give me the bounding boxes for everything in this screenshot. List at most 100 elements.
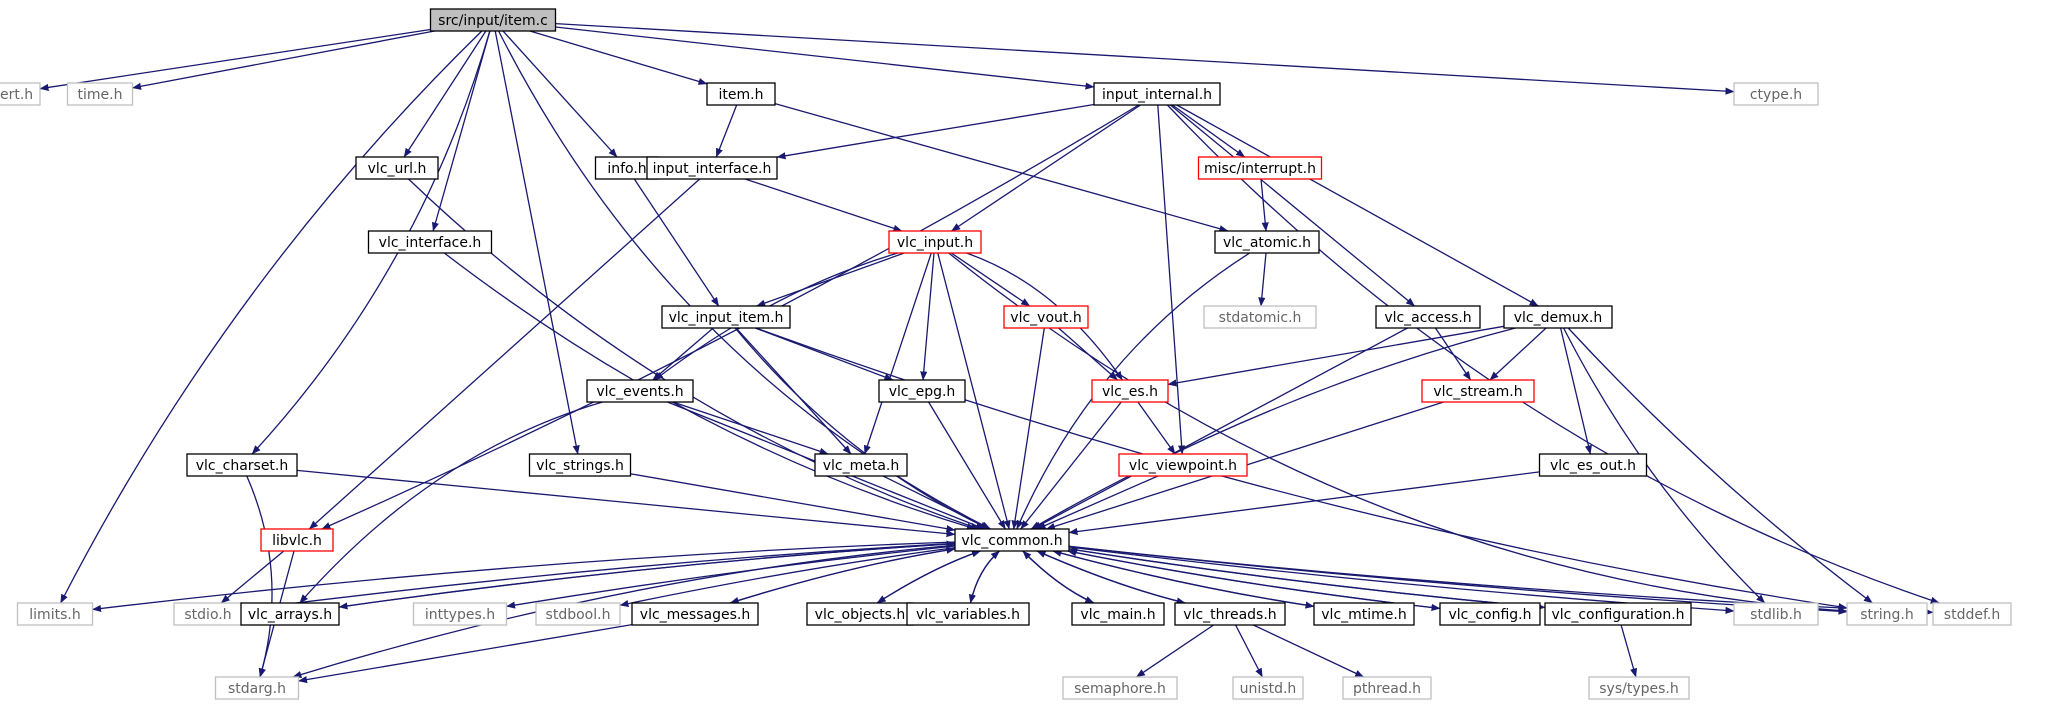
node-vlc-messages[interactable]: vlc_messages.h: [631, 602, 759, 626]
edge-vlc-messages-to-vlc-common: [730, 546, 956, 604]
node-vlc-demux[interactable]: vlc_demux.h: [1503, 305, 1613, 329]
node-label: vlc_input_item.h: [669, 310, 784, 326]
node-label: assert.h: [0, 87, 33, 103]
edge-vlc-es-to-vlc-common: [1020, 401, 1122, 530]
node-box: [1503, 305, 1613, 329]
node-vlc-stream[interactable]: vlc_stream.h: [1421, 379, 1535, 403]
node-vlc-objects[interactable]: vlc_objects.h: [806, 602, 914, 626]
node-item-h[interactable]: item.h: [706, 82, 776, 106]
node-box: [1342, 676, 1432, 700]
node-label: vlc_demux.h: [1514, 310, 1603, 326]
node-label: vlc_stream.h: [1433, 384, 1522, 400]
node-vlc-es[interactable]: vlc_es.h: [1091, 379, 1169, 403]
edge-vlc-variables-to-vlc-common: [969, 550, 1000, 604]
node-label: item.h: [719, 87, 764, 103]
node-vlc-charset[interactable]: vlc_charset.h: [186, 453, 298, 477]
node-vlc-url[interactable]: vlc_url.h: [355, 156, 439, 180]
node-vlc-input[interactable]: vlc_input.h: [888, 230, 982, 254]
node-string: string.h: [1846, 602, 1928, 626]
node-label: vlc_vout.h: [1010, 310, 1081, 326]
edge-input-internal-to-libvlc: [321, 104, 1140, 530]
node-label: vlc_objects.h: [815, 607, 906, 623]
node-box: [412, 602, 508, 626]
edge-vlc-strings-to-vlc-common: [630, 473, 956, 533]
node-box: [1733, 82, 1819, 106]
edge-item-c-to-info: [502, 30, 618, 158]
edge-vlc-threads-to-unistd: [1235, 624, 1263, 678]
node-vlc-access[interactable]: vlc_access.h: [1375, 305, 1481, 329]
edge-input-interface-to-vlc-input: [744, 178, 903, 232]
edge-item-c-to-vlc-strings: [494, 30, 580, 455]
node-box: [1203, 305, 1317, 329]
node-vlc-vout[interactable]: vlc_vout.h: [1003, 305, 1089, 329]
node-vlc-epg[interactable]: vlc_epg.h: [878, 379, 966, 403]
edge-item-c-to-item-h: [529, 30, 708, 85]
node-vlc-meta[interactable]: vlc_meta.h: [814, 453, 908, 477]
edge-vlc-configuration-to-sys-types: [1620, 624, 1638, 678]
node-box: [1118, 453, 1248, 477]
node-label: pthread.h: [1353, 681, 1421, 697]
edge-item-h-to-vlc-atomic: [774, 102, 1229, 233]
node-label: vlc_viewpoint.h: [1129, 458, 1237, 474]
node-box: [1439, 602, 1541, 626]
node-vlc-events[interactable]: vlc_events.h: [586, 379, 694, 403]
edge-vlc-mtime-to-vlc-common: [1052, 549, 1315, 608]
edge-vlc-input-to-string: [948, 252, 1848, 615]
node-input-interface[interactable]: input_interface.h: [646, 156, 778, 180]
node-box: [16, 602, 94, 626]
node-vlc-config[interactable]: vlc_config.h: [1439, 602, 1541, 626]
node-vlc-arrays[interactable]: vlc_arrays.h: [240, 602, 340, 626]
edge-vlc-input-to-vlc-events: [654, 252, 899, 381]
node-box: [186, 453, 298, 477]
node-misc-interrupt[interactable]: misc/interrupt.h: [1197, 156, 1323, 180]
node-vlc-es-out[interactable]: vlc_es_out.h: [1538, 453, 1648, 477]
node-label: misc/interrupt.h: [1204, 161, 1316, 177]
edge-input-internal-to-misc-interrupt: [1171, 104, 1246, 158]
node-label: vlc_epg.h: [889, 384, 956, 400]
node-item-c[interactable]: src/input/item.c: [429, 8, 557, 32]
edge-vlc-vout-to-vlc-common: [1011, 327, 1045, 530]
node-box: [1093, 82, 1221, 106]
node-stdatomic: stdatomic.h: [1203, 305, 1317, 329]
node-ctype: ctype.h: [1733, 82, 1819, 106]
edge-item-c-to-input-internal: [555, 26, 1095, 90]
node-vlc-strings[interactable]: vlc_strings.h: [528, 453, 632, 477]
node-vlc-main[interactable]: vlc_main.h: [1071, 602, 1165, 626]
edge-vlc-common-to-vlc-configuration: [1068, 548, 1546, 611]
edge-vlc-common-to-stdarg: [292, 544, 956, 678]
node-label: vlc_es.h: [1102, 384, 1158, 400]
edge-vlc-charset-to-vlc-common: [296, 469, 956, 538]
file-nodes: src/input/item.c assert.h time.h item.h inpu…: [0, 8, 2012, 700]
node-vlc-mtime[interactable]: vlc_mtime.h: [1313, 602, 1415, 626]
node-vlc-variables[interactable]: vlc_variables.h: [906, 602, 1030, 626]
node-vlc-viewpoint[interactable]: vlc_viewpoint.h: [1118, 453, 1248, 477]
edge-vlc-main-to-vlc-common: [1022, 550, 1095, 604]
node-info[interactable]: info.h: [594, 156, 660, 180]
edge-vlc-demux-to-vlc-es: [1167, 325, 1505, 387]
node-box: [1375, 305, 1481, 329]
node-label: string.h: [1860, 607, 1914, 623]
node-vlc-input-item[interactable]: vlc_input_item.h: [661, 305, 791, 329]
node-vlc-atomic[interactable]: vlc_atomic.h: [1214, 230, 1320, 254]
node-label: limits.h: [29, 607, 80, 623]
edge-item-c-to-vlc-interface: [431, 30, 491, 232]
node-label: time.h: [78, 87, 123, 103]
node-label: inttypes.h: [425, 607, 495, 623]
node-vlc-common[interactable]: vlc_common.h: [954, 528, 1070, 552]
node-input-internal[interactable]: input_internal.h: [1093, 82, 1221, 106]
node-vlc-interface[interactable]: vlc_interface.h: [367, 230, 493, 254]
edge-vlc-input-to-vlc-vout: [950, 252, 1031, 307]
node-label: vlc_url.h: [368, 161, 427, 177]
dependency-edges: [39, 22, 1940, 684]
node-label: vlc_config.h: [1448, 607, 1531, 623]
node-label: stdbool.h: [546, 607, 611, 623]
node-libvlc[interactable]: libvlc.h: [260, 528, 334, 552]
node-label: src/input/item.c: [438, 13, 548, 29]
node-label: vlc_configuration.h: [1551, 607, 1684, 623]
node-label: vlc_strings.h: [536, 458, 624, 474]
node-vlc-threads[interactable]: vlc_threads.h: [1174, 602, 1286, 626]
edge-vlc-input-to-vlc-es: [966, 252, 1123, 381]
node-label: vlc_threads.h: [1183, 607, 1276, 623]
edge-vlc-configuration-to-vlc-common: [1068, 546, 1546, 609]
node-vlc-configuration[interactable]: vlc_configuration.h: [1544, 602, 1692, 626]
